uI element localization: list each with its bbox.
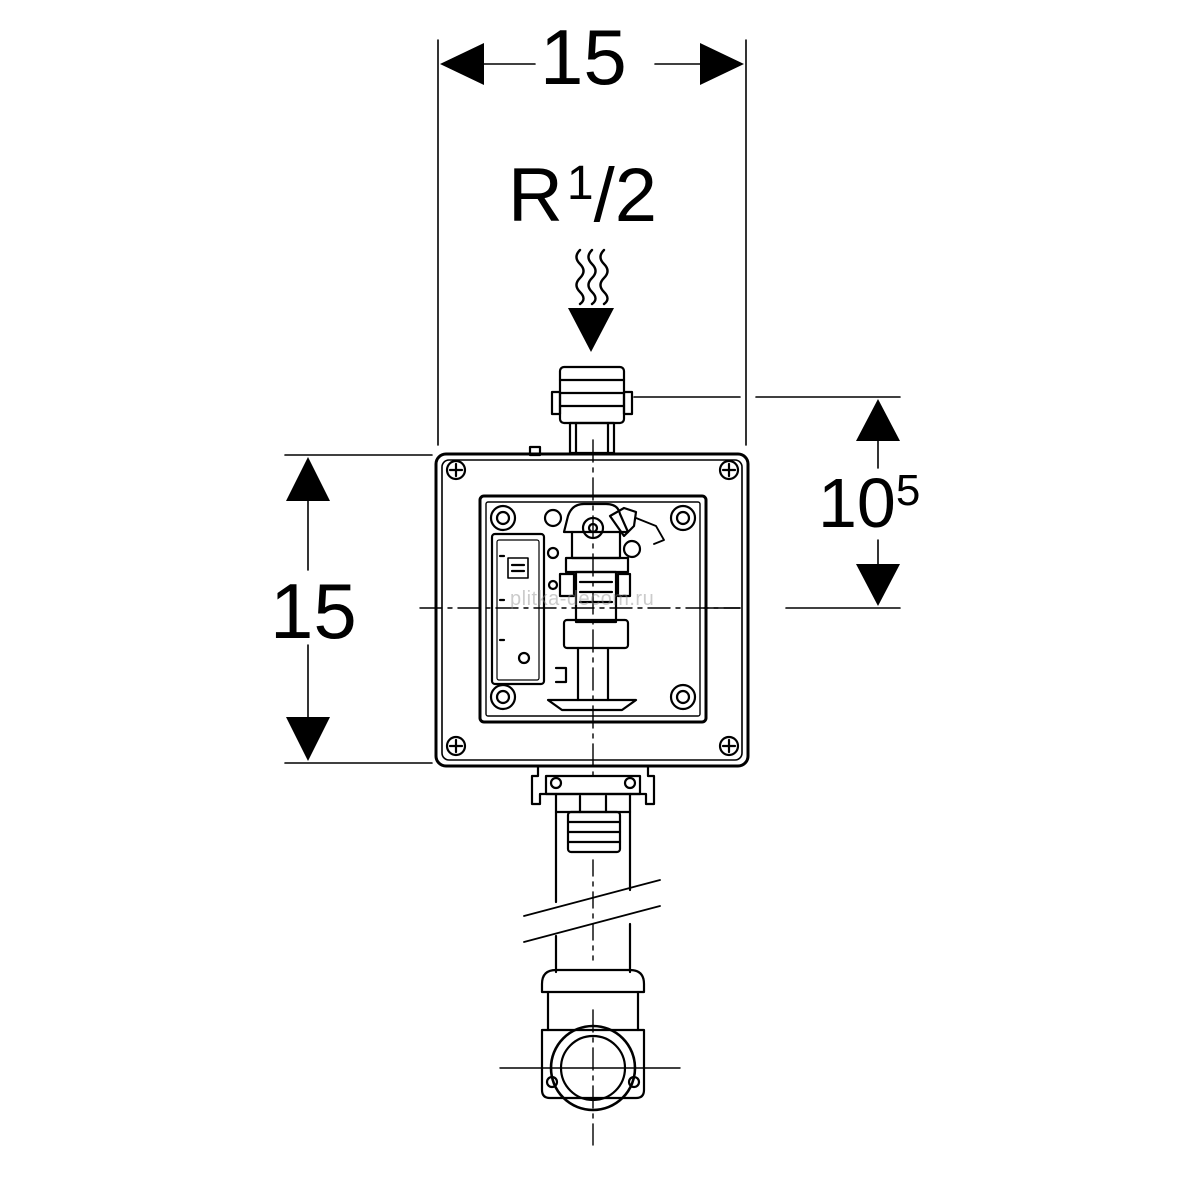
offset-dimension-base: 10 bbox=[818, 464, 896, 542]
bottom-elbow bbox=[499, 968, 681, 1146]
thread-slash: / bbox=[593, 153, 615, 238]
inlet-connector bbox=[528, 365, 634, 457]
arrow-down-icon bbox=[286, 717, 330, 761]
thread-numerator: 1 bbox=[566, 157, 594, 210]
offset-dimension-superscript: 5 bbox=[895, 466, 921, 515]
screw-icon bbox=[718, 735, 740, 757]
thread-denominator: 2 bbox=[614, 153, 657, 238]
top-width-dimension bbox=[437, 39, 747, 446]
arrow-down-icon bbox=[568, 308, 614, 352]
arrow-up-icon bbox=[856, 399, 900, 441]
arrow-down-icon bbox=[856, 564, 900, 606]
screw-icon bbox=[445, 459, 467, 481]
outlet-pipe bbox=[523, 810, 661, 974]
arrow-left-icon bbox=[440, 43, 484, 85]
arrow-right-icon bbox=[700, 43, 744, 85]
thread-prefix: R bbox=[508, 153, 563, 238]
screw-icon bbox=[445, 735, 467, 757]
width-dimension-label: 15 bbox=[540, 13, 627, 101]
height-dimension-label: 15 bbox=[270, 567, 357, 655]
left-height-dimension bbox=[284, 454, 433, 764]
watermark: plitka-decom.ru bbox=[510, 588, 655, 610]
offset-dimension-label: 105 bbox=[818, 468, 920, 538]
outlet-fitting bbox=[530, 764, 656, 854]
arrow-up-icon bbox=[286, 457, 330, 501]
water-inlet-icon bbox=[568, 248, 614, 352]
right-offset-dimension bbox=[856, 399, 900, 606]
thread-size-label: R1/2 bbox=[508, 158, 657, 234]
flush-box bbox=[419, 439, 750, 781]
screw-icon bbox=[718, 459, 740, 481]
